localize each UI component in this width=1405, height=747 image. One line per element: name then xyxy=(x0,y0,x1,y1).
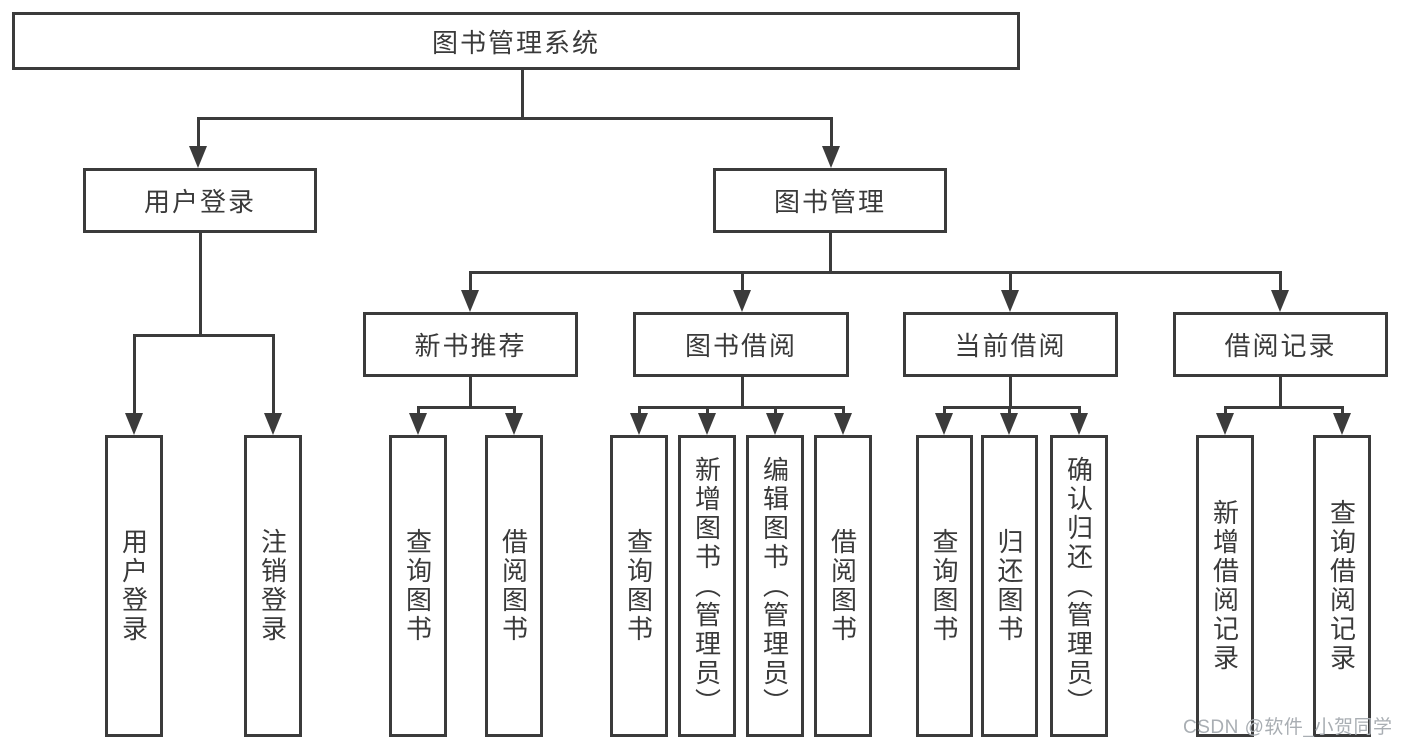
node-user-login-action-label: 用户登录 xyxy=(118,528,149,644)
connector-line xyxy=(469,271,1282,274)
node-current-borrowing: 当前借阅 xyxy=(903,312,1118,377)
arrow-down-icon xyxy=(409,413,427,435)
arrow-down-icon xyxy=(189,146,207,168)
node-query-books-borrowing-label: 查询图书 xyxy=(623,528,654,644)
arrow-down-icon xyxy=(1333,413,1351,435)
node-book-borrowing-label: 图书借阅 xyxy=(684,331,797,361)
connector-line xyxy=(199,233,202,336)
arrow-down-icon xyxy=(834,413,852,435)
arrow-down-icon xyxy=(698,413,716,435)
arrow-down-icon xyxy=(733,290,751,312)
connector-line xyxy=(469,271,472,292)
connector-line xyxy=(469,377,472,408)
arrow-down-icon xyxy=(766,413,784,435)
node-library-system-label: 图书管理系统 xyxy=(431,27,600,58)
connector-line xyxy=(513,406,516,415)
connector-line xyxy=(830,117,833,150)
connector-line xyxy=(1078,406,1081,415)
node-query-books-recommend-label: 查询图书 xyxy=(402,528,433,644)
node-user-login: 用户登录 xyxy=(83,168,317,233)
node-user-login-action: 用户登录 xyxy=(105,435,163,737)
node-query-borrow-record: 查询借阅记录 xyxy=(1313,435,1371,737)
node-new-book-recommend: 新书推荐 xyxy=(363,312,578,377)
node-book-management: 图书管理 xyxy=(713,168,947,233)
node-book-borrowing: 图书借阅 xyxy=(633,312,849,377)
node-return-books: 归还图书 xyxy=(981,435,1038,737)
node-confirm-return-admin-label: 确认归还（管理员） xyxy=(1063,455,1094,717)
node-edit-books-admin: 编辑图书（管理员） xyxy=(746,435,804,737)
arrow-down-icon xyxy=(1070,413,1088,435)
node-query-books-recommend: 查询图书 xyxy=(389,435,447,737)
connector-line xyxy=(417,406,420,415)
connector-line xyxy=(1009,271,1012,292)
arrow-down-icon xyxy=(935,413,953,435)
connector-line xyxy=(417,406,516,409)
node-book-management-label: 图书管理 xyxy=(773,187,886,217)
connector-line xyxy=(1224,406,1344,409)
connector-line xyxy=(638,406,641,415)
watermark: CSDN @软件_小贺同学 xyxy=(1183,717,1393,738)
arrow-down-icon xyxy=(822,146,840,168)
node-borrow-books-borrowing: 借阅图书 xyxy=(814,435,872,737)
connector-line xyxy=(741,271,744,292)
connector-line xyxy=(943,406,946,415)
node-return-books-label: 归还图书 xyxy=(994,528,1024,644)
connector-line xyxy=(1008,406,1011,415)
arrow-down-icon xyxy=(125,413,143,435)
arrow-down-icon xyxy=(630,413,648,435)
connector-line xyxy=(1009,377,1012,408)
node-add-books-admin-label: 新增图书（管理员） xyxy=(691,455,722,717)
arrow-down-icon xyxy=(1000,413,1018,435)
node-borrowing-records: 借阅记录 xyxy=(1173,312,1388,377)
node-borrow-books-recommend: 借阅图书 xyxy=(485,435,543,737)
connector-line xyxy=(1224,406,1227,415)
node-query-books-current: 查询图书 xyxy=(916,435,973,737)
node-query-books-current-label: 查询图书 xyxy=(929,528,959,644)
connector-line xyxy=(133,334,275,337)
arrow-down-icon xyxy=(461,290,479,312)
arrow-down-icon xyxy=(1001,290,1019,312)
connector-line xyxy=(1279,377,1282,408)
node-borrowing-records-label: 借阅记录 xyxy=(1224,331,1337,361)
node-user-login-label: 用户登录 xyxy=(143,187,256,217)
node-new-book-recommend-label: 新书推荐 xyxy=(414,331,527,361)
arrow-down-icon xyxy=(505,413,523,435)
arrow-down-icon xyxy=(1216,413,1234,435)
connector-line xyxy=(521,70,524,119)
connector-line xyxy=(774,406,777,415)
connector-line xyxy=(133,334,136,414)
connector-line xyxy=(638,406,845,409)
arrow-down-icon xyxy=(1271,290,1289,312)
node-confirm-return-admin: 确认归还（管理员） xyxy=(1050,435,1108,737)
node-add-borrow-record: 新增借阅记录 xyxy=(1196,435,1254,737)
node-logout-action-label: 注销登录 xyxy=(257,528,288,644)
node-query-borrow-record-label: 查询借阅记录 xyxy=(1326,499,1357,673)
arrow-down-icon xyxy=(264,413,282,435)
connector-line xyxy=(829,233,832,273)
connector-line xyxy=(943,406,1081,409)
node-borrow-books-borrowing-label: 借阅图书 xyxy=(827,528,858,644)
node-add-borrow-record-label: 新增借阅记录 xyxy=(1209,499,1240,673)
node-borrow-books-recommend-label: 借阅图书 xyxy=(498,528,529,644)
connector-line xyxy=(1279,271,1282,292)
connector-line xyxy=(197,117,832,120)
node-logout-action: 注销登录 xyxy=(244,435,302,737)
connector-line xyxy=(741,377,744,408)
connector-line xyxy=(706,406,709,415)
node-edit-books-admin-label: 编辑图书（管理员） xyxy=(759,455,790,717)
connector-line xyxy=(1341,406,1344,415)
node-current-borrowing-label: 当前借阅 xyxy=(954,331,1067,361)
connector-line xyxy=(842,406,845,415)
connector-line xyxy=(197,117,200,150)
connector-line xyxy=(272,334,275,414)
node-query-books-borrowing: 查询图书 xyxy=(610,435,668,737)
node-library-system: 图书管理系统 xyxy=(12,12,1020,70)
node-add-books-admin: 新增图书（管理员） xyxy=(678,435,736,737)
